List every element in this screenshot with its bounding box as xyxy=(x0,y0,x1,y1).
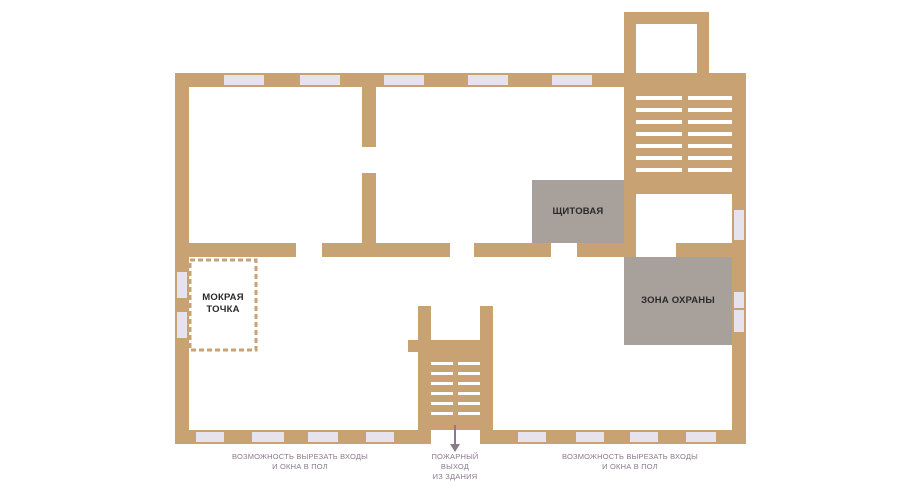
wall xyxy=(480,306,493,444)
wall xyxy=(175,243,296,257)
wall xyxy=(624,12,709,24)
wall xyxy=(697,12,709,87)
stair-divider xyxy=(682,87,688,182)
window xyxy=(384,75,424,85)
security-zone-room xyxy=(624,257,732,345)
security-zone-label: ЗОНА ОХРАНЫ xyxy=(641,295,715,306)
window xyxy=(177,312,187,338)
wall xyxy=(676,243,746,257)
window xyxy=(196,432,224,442)
window xyxy=(224,75,264,85)
window xyxy=(552,75,592,85)
window xyxy=(734,310,744,332)
window xyxy=(518,432,546,442)
window xyxy=(734,292,744,308)
wall-left xyxy=(175,73,189,444)
wall xyxy=(408,340,493,352)
cutouts-note-left: ВОЗМОЖНОСТЬ ВЫРЕЗАТЬ ВХОДЫ И ОКНА В ПОЛ xyxy=(232,452,368,471)
staircase-top-right xyxy=(624,12,732,257)
window xyxy=(252,432,284,442)
window xyxy=(300,75,340,85)
windows-bottom xyxy=(196,432,716,442)
window xyxy=(177,272,187,298)
wall xyxy=(624,12,636,87)
wet-point-area xyxy=(188,258,258,352)
staircase-fire-exit xyxy=(408,306,493,444)
wall xyxy=(418,306,431,444)
fire-exit-arrow-icon xyxy=(450,425,460,452)
shchitovaya-room xyxy=(532,180,624,243)
windows-top xyxy=(224,75,592,85)
window xyxy=(576,432,604,442)
window xyxy=(734,210,744,240)
window xyxy=(686,432,716,442)
wall-right xyxy=(732,73,746,444)
interior-walls xyxy=(175,87,746,257)
wall xyxy=(322,243,450,257)
wall xyxy=(362,173,376,257)
wall xyxy=(362,87,376,147)
window xyxy=(630,432,658,442)
windows-sides xyxy=(177,210,744,338)
window xyxy=(366,432,394,442)
wall xyxy=(474,243,551,257)
wall xyxy=(624,73,636,257)
cutouts-note-right: ВОЗМОЖНОСТЬ ВЫРЕЗАТЬ ВХОДЫ И ОКНА В ПОЛ xyxy=(562,452,698,471)
wet-point-label: МОКРАЯ ТОЧКА xyxy=(202,292,244,315)
window xyxy=(468,75,508,85)
stair-divider xyxy=(453,352,458,430)
window xyxy=(308,432,338,442)
wall xyxy=(577,243,624,257)
shchitovaya-label: ЩИТОВАЯ xyxy=(552,206,604,217)
fire-exit-note: ПОЖАРНЫЙ ВЫХОД ИЗ ЗДАНИЯ xyxy=(431,452,479,481)
wall xyxy=(624,182,732,194)
